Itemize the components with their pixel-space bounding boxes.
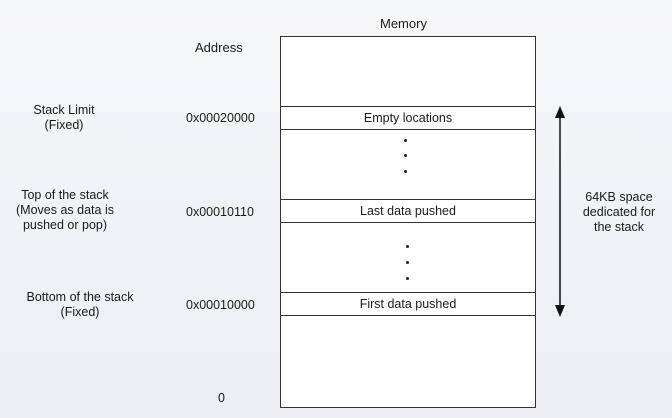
ellipsis-dot	[406, 245, 409, 248]
note-line: dedicated for	[582, 205, 656, 219]
bottom-of-stack-address: 0x00010000	[186, 298, 255, 312]
ellipsis-dot	[406, 277, 409, 280]
address-title: Address	[195, 40, 243, 55]
top-of-stack-label: Top of the stack (Moves as data is pushe…	[6, 188, 124, 233]
memory-title: Memory	[380, 16, 427, 31]
last-data-pushed-cell: Last data pushed	[280, 199, 536, 223]
bottom-address: 0	[218, 391, 225, 405]
bottom-of-stack-label: Bottom of the stack (Fixed)	[20, 290, 140, 320]
stack-limit-address: 0x00020000	[186, 111, 255, 125]
label-line: (Fixed)	[60, 305, 100, 319]
arrow-head-down	[555, 305, 565, 317]
ellipsis-dot	[406, 261, 409, 264]
empty-locations-cell: Empty locations	[280, 106, 536, 130]
label-line: Top of the stack	[21, 188, 109, 202]
top-of-stack-address: 0x00010110	[186, 205, 254, 219]
ellipsis-dot	[404, 139, 407, 142]
ellipsis-dot	[404, 170, 407, 173]
arrow-head-up	[555, 106, 565, 118]
first-data-pushed-cell: First data pushed	[280, 292, 536, 316]
label-line: Stack Limit	[33, 103, 95, 117]
note-line: the stack	[593, 220, 645, 234]
label-line: pushed or pop)	[22, 218, 108, 232]
label-line: (Moves as data is	[16, 203, 114, 217]
stack-space-note: 64KB space dedicated for the stack	[573, 190, 665, 235]
note-line: 64KB space	[585, 190, 653, 204]
ellipsis-dot	[404, 154, 407, 157]
stack-limit-label: Stack Limit (Fixed)	[8, 103, 120, 133]
label-line: (Fixed)	[44, 118, 84, 132]
label-line: Bottom of the stack	[26, 290, 134, 304]
